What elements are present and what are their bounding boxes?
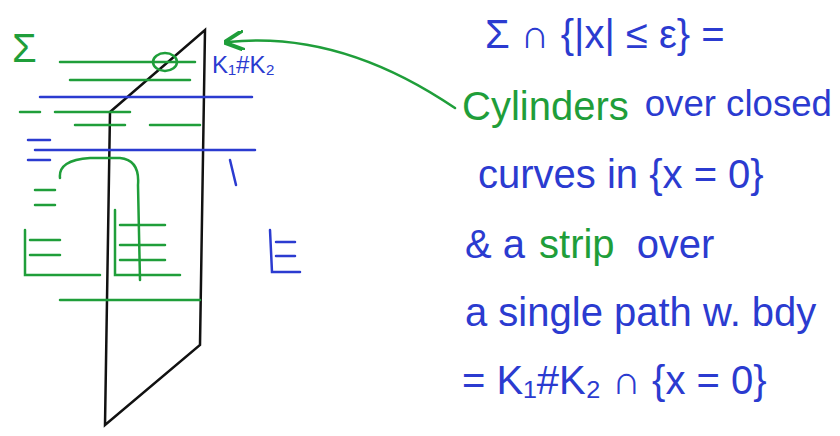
highlight-word: strip bbox=[539, 222, 615, 266]
cylinder-line bbox=[20, 111, 130, 114]
strip-edge bbox=[40, 96, 252, 99]
cylinder-line bbox=[60, 299, 200, 302]
cylinder-loop bbox=[60, 158, 140, 280]
plane-outline bbox=[105, 30, 205, 425]
strip-edge bbox=[35, 149, 255, 152]
cylinder-line bbox=[75, 124, 200, 127]
highlight-word: Cylinders bbox=[462, 84, 629, 128]
strip-tick bbox=[230, 160, 236, 185]
note-text: over bbox=[637, 222, 715, 266]
note-text: curves in {x = 0} bbox=[478, 152, 764, 196]
cylinder-loop bbox=[153, 53, 177, 71]
note-text: over closed bbox=[645, 84, 832, 124]
cylinder-line bbox=[70, 79, 190, 82]
note-text: a single path w. bdy bbox=[465, 290, 816, 334]
surface-label: Σ bbox=[12, 26, 37, 70]
strip-tick bbox=[28, 140, 50, 160]
cylinder-line bbox=[25, 230, 100, 275]
knot-strip bbox=[28, 97, 300, 272]
cylinders bbox=[20, 40, 455, 300]
equation-text: = K₁#K₂ ∩ {x = 0} bbox=[462, 358, 767, 402]
cylinder-line bbox=[115, 210, 180, 275]
knot-label: K₁#K₂ bbox=[212, 52, 275, 78]
note-text: & a bbox=[465, 222, 525, 266]
equation-text: Σ ∩ {|x| ≤ ε} = bbox=[485, 12, 725, 56]
strip-end bbox=[270, 230, 300, 272]
cylinder-line bbox=[60, 61, 195, 64]
cylinder-line bbox=[35, 190, 55, 205]
